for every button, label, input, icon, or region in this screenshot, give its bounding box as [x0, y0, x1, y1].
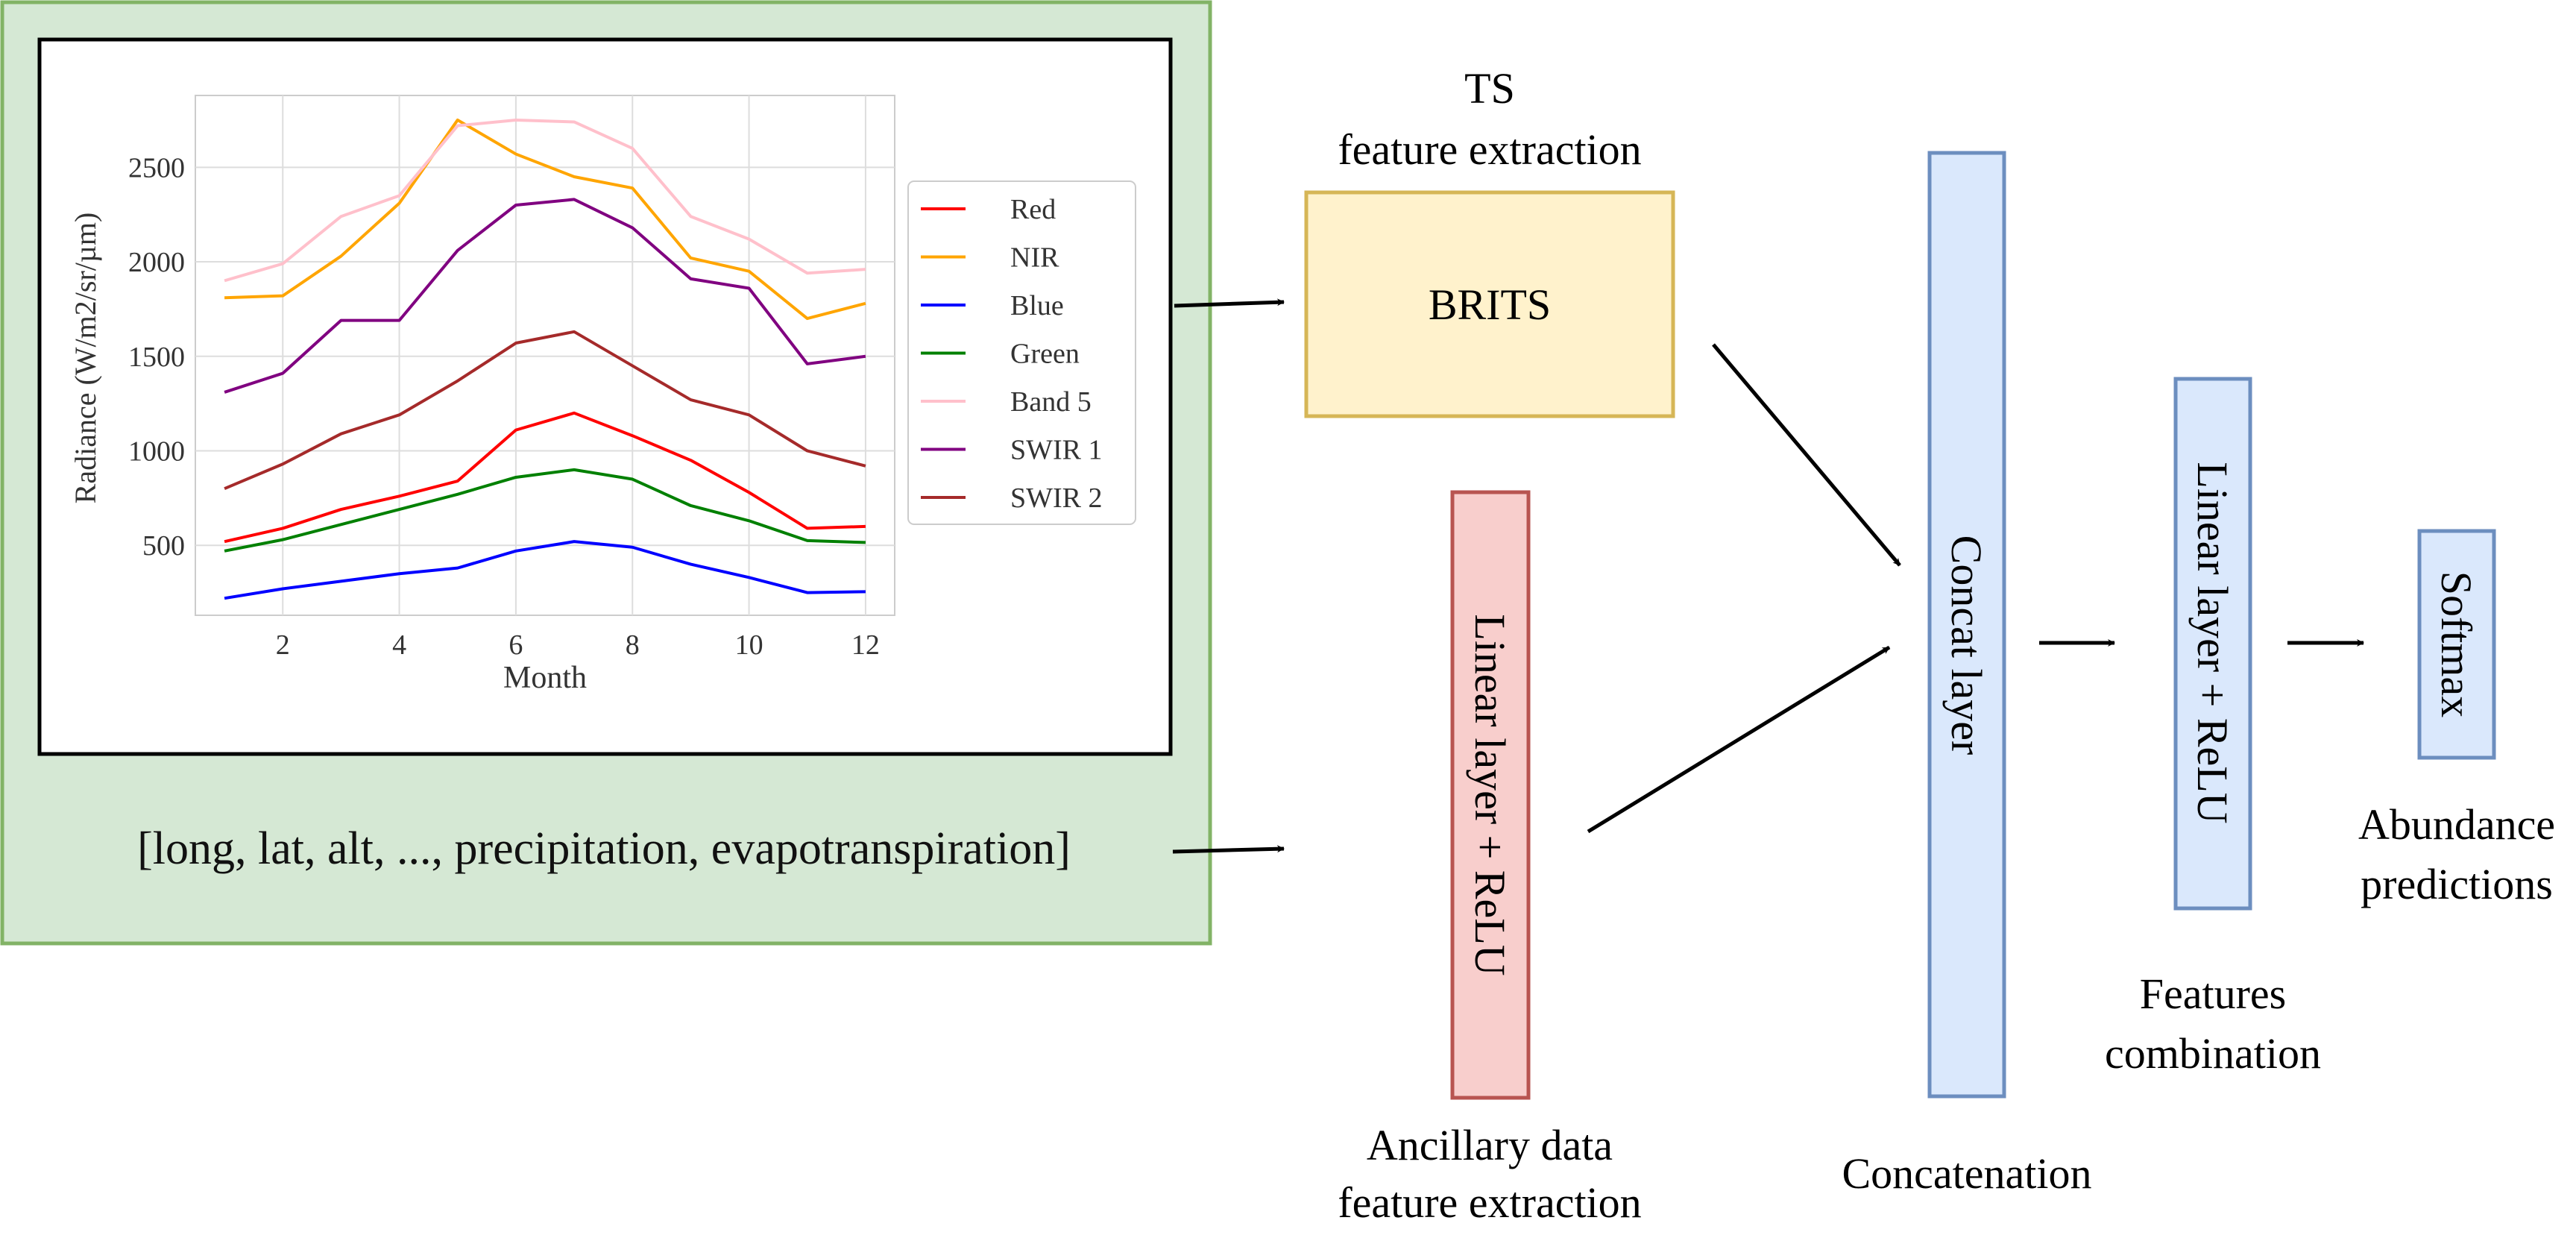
series-line-green	[224, 468, 866, 553]
combination-linear-layer-block	[2173, 377, 2252, 911]
combination-linear-layer-label: Linear layer + ReLU	[2188, 462, 2237, 823]
ts-feature-extraction-title: TS	[1464, 64, 1515, 113]
legend-label-red: Red	[1010, 194, 1056, 225]
x-tick-label: 10	[735, 629, 763, 661]
legend-label-band-5: Band 5	[1010, 386, 1092, 418]
softmax-label: Softmax	[2432, 571, 2481, 718]
legend-label-swir-2: SWIR 2	[1010, 483, 1103, 514]
series-line-blue	[224, 540, 866, 600]
series-line-swir-2	[224, 330, 866, 491]
x-tick-label: 6	[508, 629, 523, 661]
concat-layer-block	[1927, 151, 2006, 1099]
ancillary-linear-layer-label: Linear layer + ReLU	[1466, 614, 1514, 975]
y-tick-label: 1500	[128, 342, 185, 373]
brits-block	[1304, 190, 1675, 418]
x-tick-label: 8	[626, 629, 640, 661]
chart-y-axis-label: Radiance (W/m2/sr/µm)	[69, 213, 102, 504]
legend-label-swir-1: SWIR 1	[1010, 435, 1103, 466]
ancillary-caption-line2: feature extraction	[1338, 1178, 1641, 1227]
series-line-nir	[224, 118, 866, 321]
ts-feature-extraction-subtitle: feature extraction	[1338, 125, 1641, 174]
concatenation-caption: Concatenation	[1842, 1149, 2091, 1198]
concat-layer-label: Concat layer	[1942, 535, 1991, 755]
arrow-brits-to-concat	[1712, 343, 1901, 567]
features-caption-line1: Features	[2140, 970, 2287, 1018]
x-tick-label: 12	[851, 629, 880, 661]
ancillary-vector-text: [long, lat, alt, ..., precipitation, eva…	[137, 823, 1071, 874]
y-tick-label: 2000	[128, 247, 185, 278]
arrow-linear-to-concat	[1587, 645, 1891, 834]
features-caption-line2: combination	[2105, 1029, 2321, 1078]
softmax-block	[2417, 529, 2496, 760]
brits-label: BRITS	[1429, 280, 1551, 329]
legend-label-blue: Blue	[1010, 290, 1064, 321]
legend-label-nir: NIR	[1010, 242, 1059, 274]
chart-grid	[195, 95, 895, 615]
x-tick-label: 2	[276, 629, 290, 661]
series-line-band-5	[224, 118, 866, 283]
chart-legend	[907, 180, 1136, 525]
legend-label-green: Green	[1010, 339, 1080, 370]
y-tick-label: 1000	[128, 436, 185, 467]
series-line-swir-1	[224, 198, 866, 394]
chart-x-axis-label: Month	[503, 661, 587, 695]
ancillary-caption-line1: Ancillary data	[1367, 1121, 1613, 1169]
ancillary-linear-layer-block	[1450, 490, 1531, 1100]
chart-ticks: 2 4 6 8 10 12 500 1000 1500 2000 2500	[128, 152, 880, 661]
abundance-caption-line2: predictions	[2361, 860, 2553, 908]
chart-series-group	[224, 118, 866, 600]
y-tick-label: 2500	[128, 152, 185, 183]
x-tick-label: 4	[392, 629, 406, 661]
arrow-vector-to-linear	[1172, 845, 1285, 854]
plot-area	[195, 95, 895, 616]
abundance-caption-line1: Abundance	[2358, 800, 2555, 849]
series-line-red	[224, 411, 866, 544]
arrow-chart-to-brits	[1174, 298, 1285, 308]
y-tick-label: 500	[142, 530, 185, 562]
